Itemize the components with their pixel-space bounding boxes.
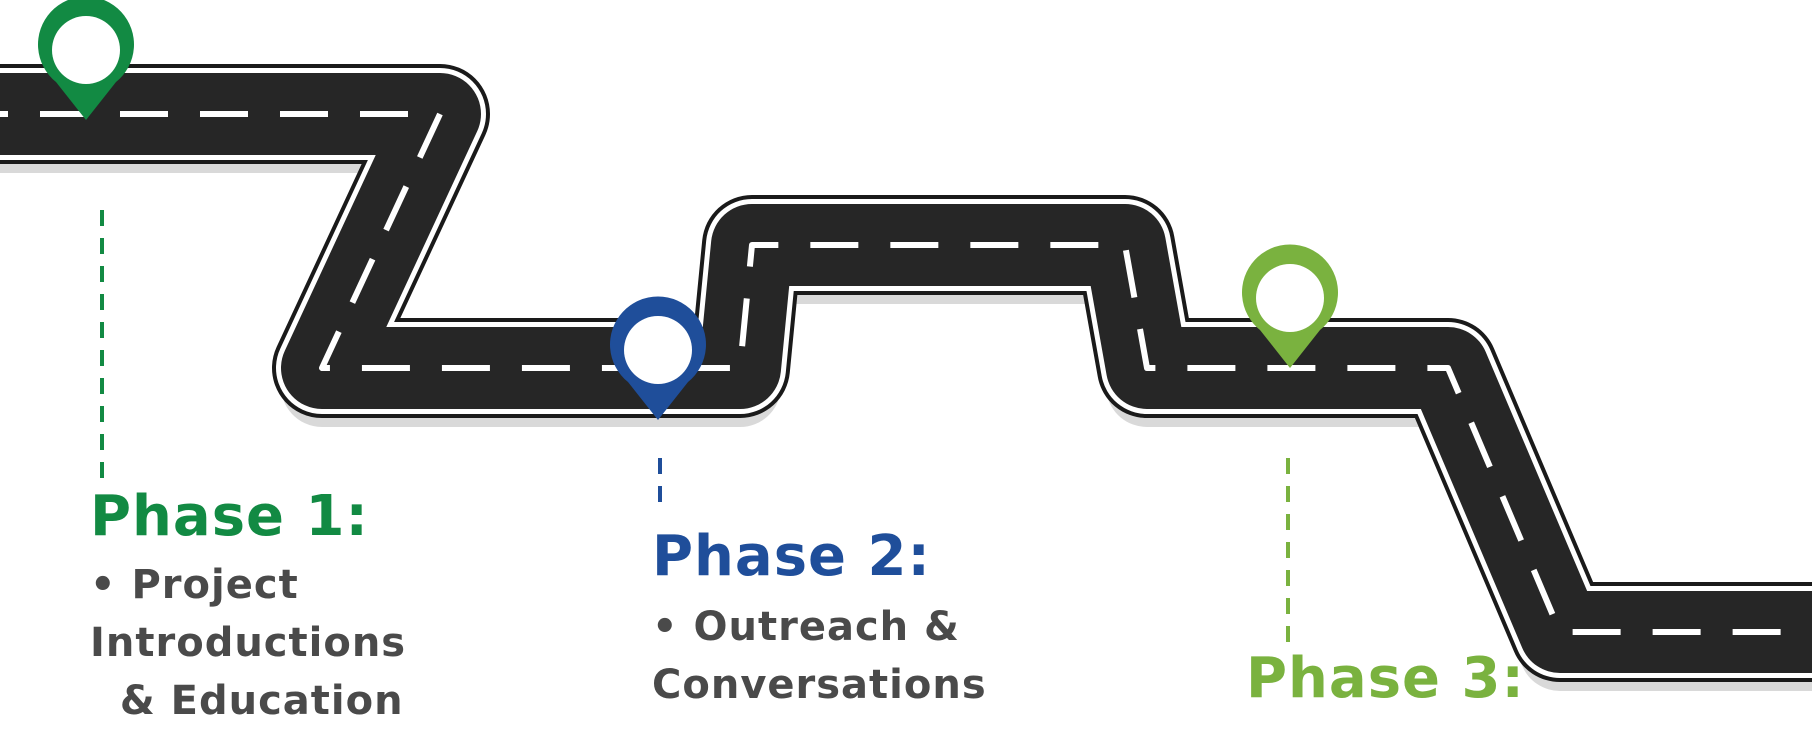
lane-dashes xyxy=(0,111,1812,635)
map-pin-icon xyxy=(610,296,706,420)
map-pin-icon xyxy=(38,0,134,120)
phase-2-line: Conversations xyxy=(652,662,987,708)
phase-2-line: • Outreach & xyxy=(652,604,960,650)
phase-1-line: & Education xyxy=(90,678,404,724)
phase-3-title: Phase 3: xyxy=(1246,646,1525,711)
phase-1-line: • Project xyxy=(90,562,299,608)
phase-2-description: • Outreach & Conversations xyxy=(652,598,987,714)
roadmap-diagram xyxy=(0,0,1812,691)
phase-1-title: Phase 1: xyxy=(90,484,369,549)
phase-2-title: Phase 2: xyxy=(652,524,931,589)
map-pin-icon xyxy=(1242,244,1338,368)
phase-1-description: • Project Introductions & Education xyxy=(90,556,406,730)
phase-1-line: Introductions xyxy=(90,620,407,666)
